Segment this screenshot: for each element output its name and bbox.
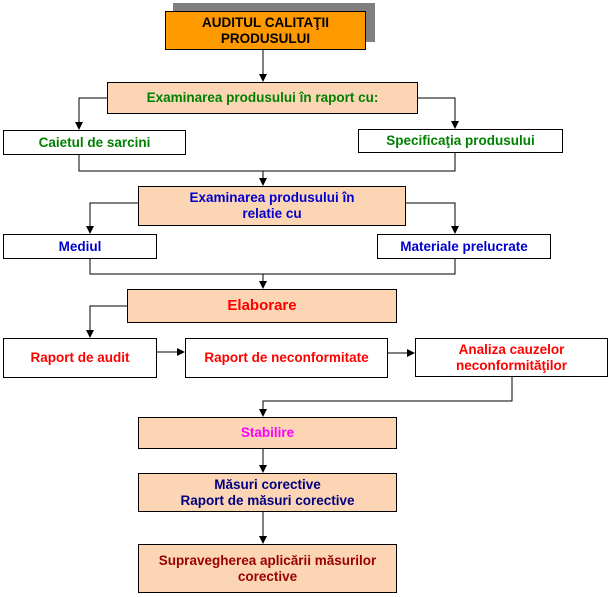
examinare-raport-box: Examinarea produsului în raport cu: xyxy=(107,82,418,114)
title-line1: AUDITUL CALITAŢII xyxy=(202,14,329,30)
raport-neconformitate-box: Raport de neconformitate xyxy=(185,338,388,378)
materiale-box: Materiale prelucrate xyxy=(377,234,551,259)
stabilire-text: Stabilire xyxy=(240,425,295,440)
examinare-raport-text: Examinarea produsului în raport cu: xyxy=(146,90,379,105)
caietul-text: Caietul de sarcini xyxy=(38,134,151,150)
materiale-text: Materiale prelucrate xyxy=(400,238,528,254)
examinare-relatie-line1: Examinarea produsului în xyxy=(189,190,355,205)
elaborare-box: Elaborare xyxy=(127,289,397,323)
caietul-box: Caietul de sarcini xyxy=(3,130,186,155)
raport-audit-text: Raport de audit xyxy=(30,350,130,365)
mediul-text: Mediul xyxy=(58,238,102,254)
supraveghere-line2: corective xyxy=(237,568,298,584)
analiza-line1: Analiza cauzelor xyxy=(458,341,565,357)
masuri-line2: Raport de măsuri corective xyxy=(180,492,355,508)
specificatia-box: Specificaţia produsului xyxy=(358,129,563,153)
analiza-line2: neconformităţilor xyxy=(455,357,567,373)
elaborare-text: Elaborare xyxy=(227,297,297,314)
raport-neconformitate-text: Raport de neconformitate xyxy=(204,350,369,365)
title-line2: PRODUSULUI xyxy=(220,30,311,46)
mediul-box: Mediul xyxy=(3,234,157,259)
supraveghere-line1: Supravegherea aplicării măsurilor xyxy=(158,552,377,568)
examinare-relatie-line2: relatie cu xyxy=(242,206,302,221)
masuri-line1: Măsuri corective xyxy=(214,476,321,492)
raport-audit-box: Raport de audit xyxy=(3,338,157,378)
specificatia-text: Specificaţia produsului xyxy=(386,133,535,148)
stabilire-box: Stabilire xyxy=(138,417,397,449)
